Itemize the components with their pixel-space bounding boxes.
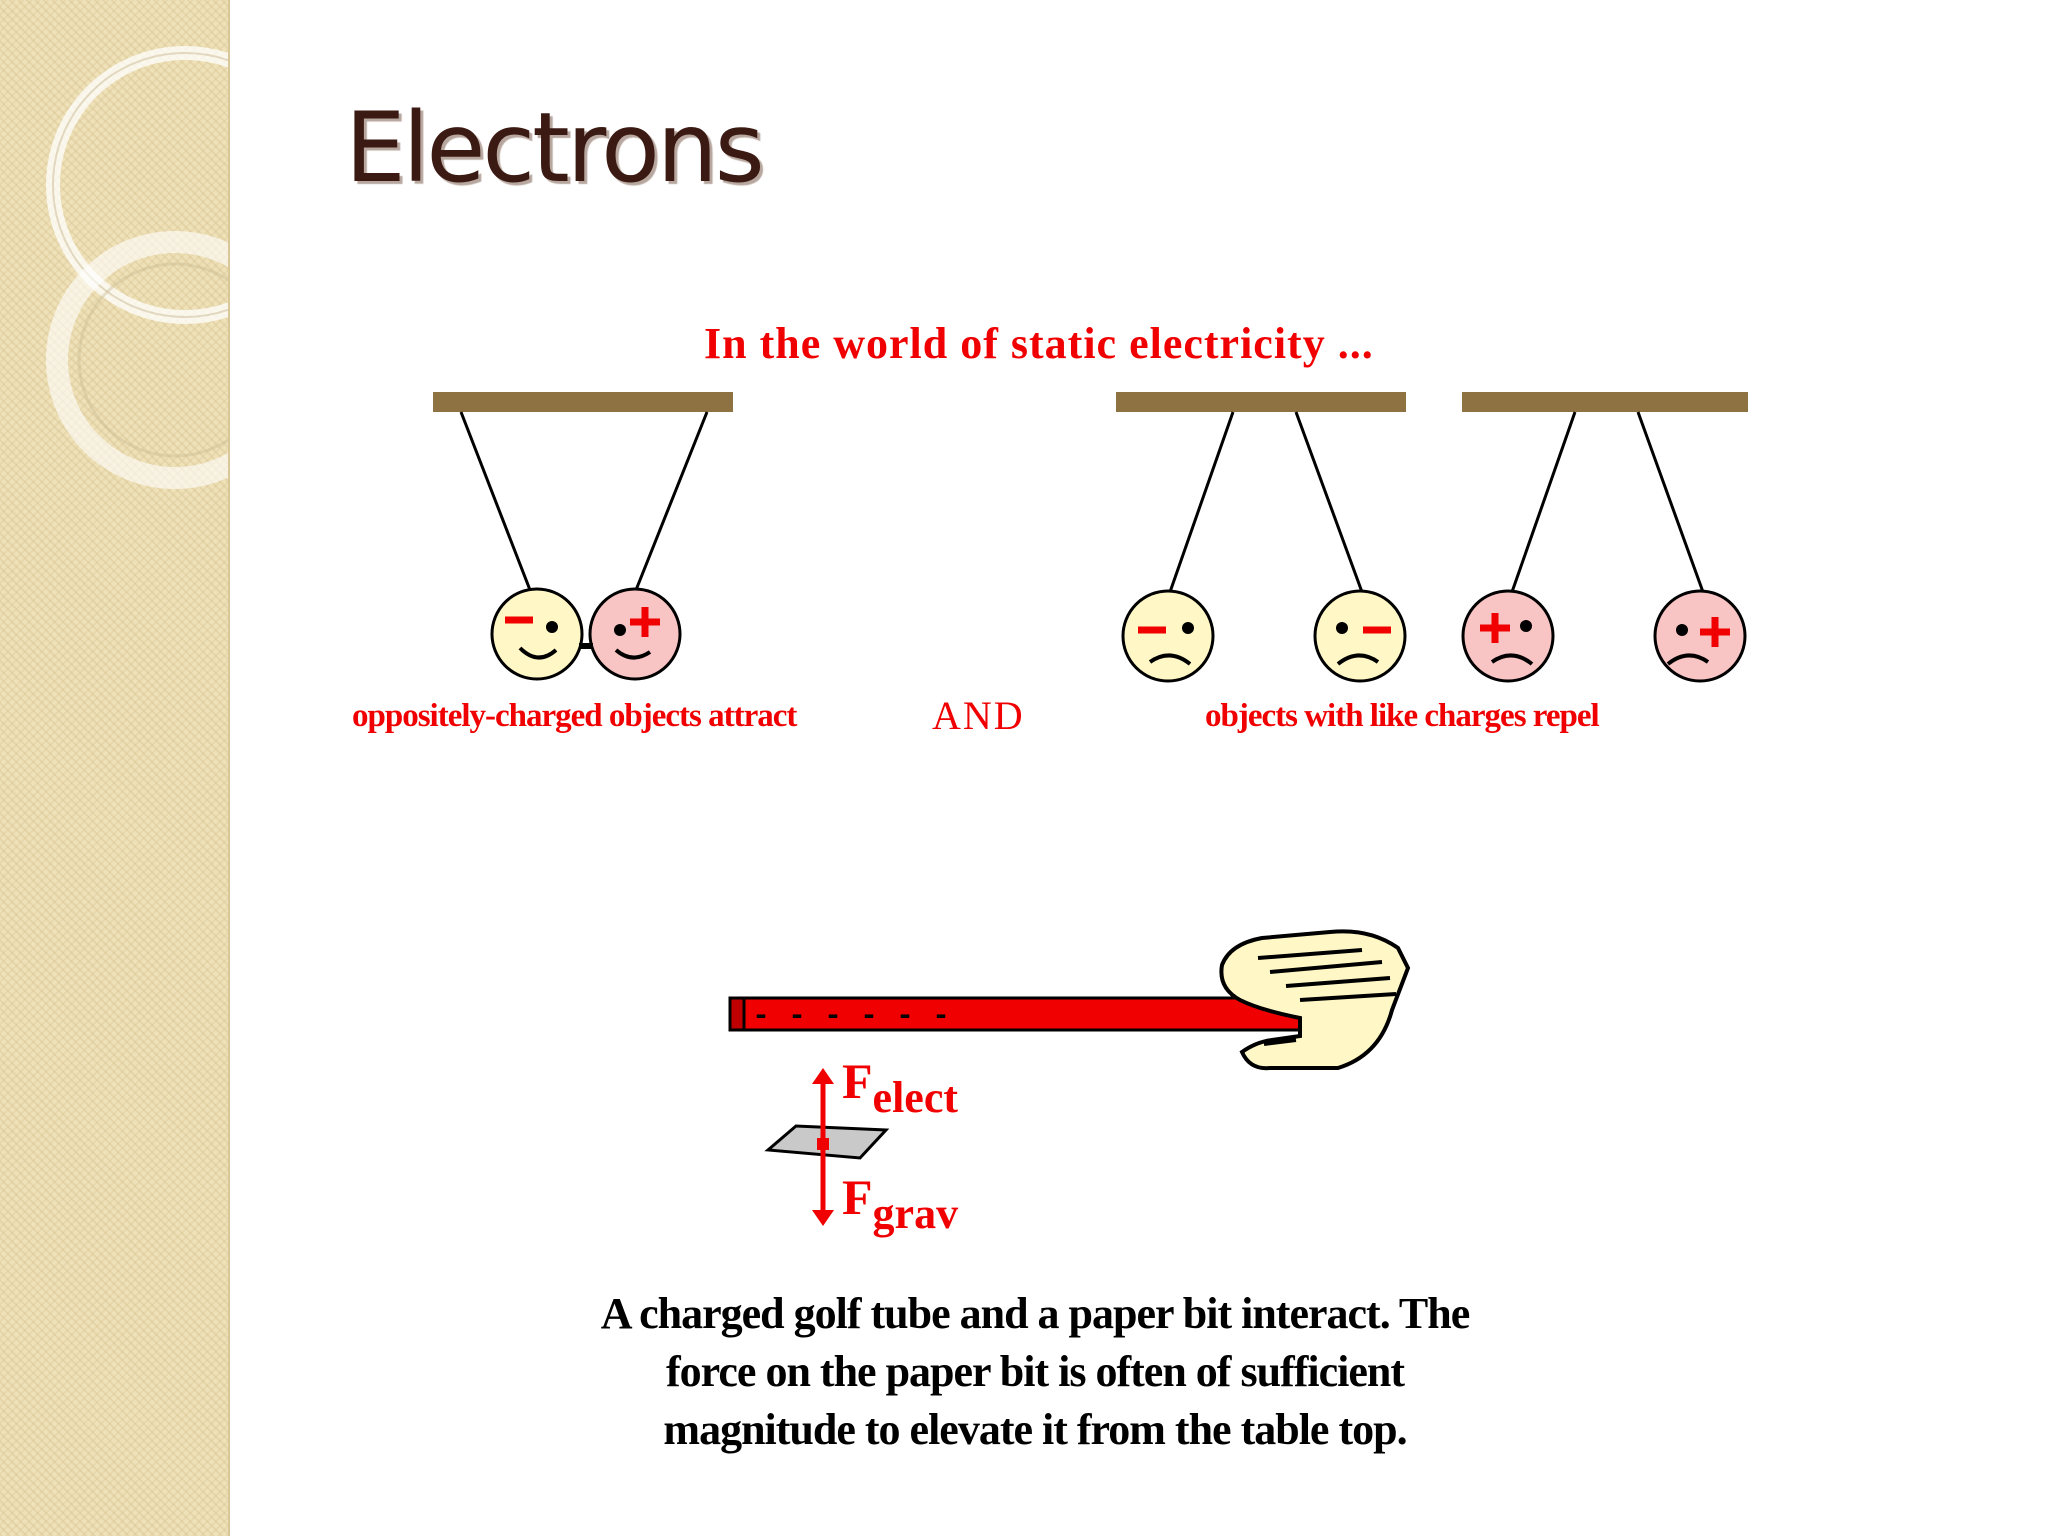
decorative-rings xyxy=(46,46,228,489)
repel-positive-illustration xyxy=(1461,392,1748,683)
sidebar-decoration xyxy=(0,0,230,1536)
force-elect-label: Felect xyxy=(842,1052,958,1123)
force-grav-subscript: grav xyxy=(872,1189,959,1238)
negative-ball xyxy=(1121,589,1215,683)
paper-bit-illustration xyxy=(764,1068,890,1226)
force-grav-label: Fgrav xyxy=(842,1168,958,1239)
figure-caption: A charged golf tube and a paper bit inte… xyxy=(600,1289,1471,1454)
hanging-bar xyxy=(433,392,733,412)
force-elect-subscript: elect xyxy=(872,1073,959,1122)
force-elect-symbol: F xyxy=(842,1053,873,1109)
negative-ball xyxy=(1313,589,1407,683)
negative-ball xyxy=(490,587,584,681)
repel-caption: objects with like charges repel xyxy=(1205,698,1600,734)
force-grav-symbol: F xyxy=(842,1169,873,1225)
attract-illustration xyxy=(433,392,733,681)
golf-tube-illustration: - - - - - - xyxy=(728,996,1332,1034)
tube-charges: - - - - - - xyxy=(752,1000,950,1034)
hand-icon xyxy=(1219,929,1411,1071)
hanging-bar xyxy=(1462,392,1748,412)
figure-heading: In the world of static electricity ... xyxy=(704,319,1374,368)
positive-ball xyxy=(1461,589,1555,683)
repel-negative-illustration xyxy=(1116,392,1407,683)
and-label: AND xyxy=(932,693,1025,738)
hanging-bar xyxy=(1116,392,1406,412)
positive-ball xyxy=(1653,589,1747,683)
positive-ball xyxy=(588,587,682,681)
slide-title: Electrons xyxy=(345,92,765,204)
attract-caption: oppositely-charged objects attract xyxy=(352,698,797,734)
